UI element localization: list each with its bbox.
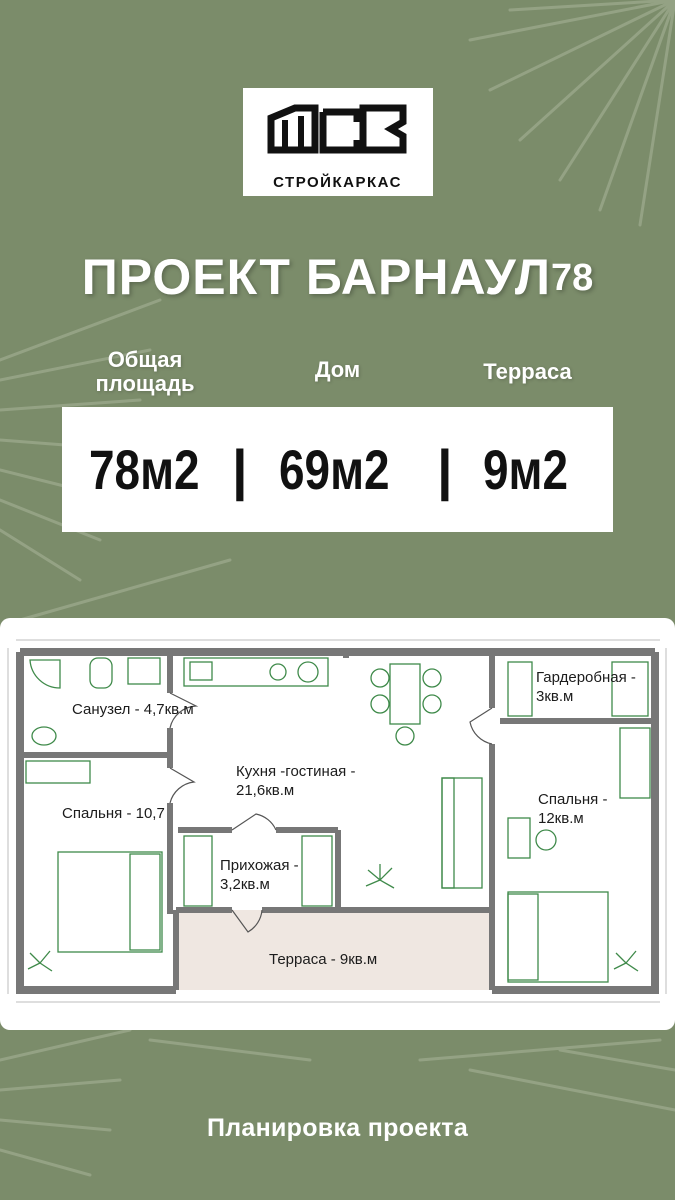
room-label-hallway: Прихожая - 3,2кв.м [220, 857, 299, 893]
room-label-wardrobe: Гардеробная - 3кв.м [536, 669, 636, 705]
stats-separator: | [437, 438, 453, 501]
terrace-area-value: 9м2 [483, 438, 569, 501]
area-stats-box: 78м2 | 69м2 | 9м2 [62, 407, 613, 532]
floor-plan-drawing [7, 639, 667, 1003]
stats-separator: | [232, 438, 248, 501]
company-name: СТРОЙКАРКАС [273, 174, 402, 191]
terrace-area-label: Терраса [483, 359, 572, 384]
house-area-label: Дом [314, 357, 361, 382]
total-area-value: 78м2 [89, 438, 200, 501]
total-area-label: Общая площадь [95, 347, 195, 396]
floor-plan-card: Санузел - 4,7кв.м Спальня - 10,7 Кухня -… [0, 618, 675, 1030]
company-logo [243, 88, 433, 196]
house-area-value: 69м2 [279, 438, 390, 501]
room-label-bathroom: Санузел - 4,7кв.м [72, 701, 194, 718]
project-number: 78 [550, 257, 594, 299]
project-title: ПРОЕКТ БАРНАУЛ78 [0, 248, 675, 306]
room-label-bedroom-left: Спальня - 10,7 [62, 805, 165, 822]
project-title-main: ПРОЕКТ БАРНАУЛ [81, 249, 551, 305]
room-label-bedroom-right: Спальня - 12кв.м [538, 791, 608, 827]
footer-caption: Планировка проекта [206, 1114, 469, 1142]
room-label-kitchen-living: Кухня -гостиная - 21,6кв.м [236, 763, 356, 799]
logo-mark-icon [267, 104, 407, 154]
room-label-terrace: Терраса - 9кв.м [269, 951, 378, 968]
